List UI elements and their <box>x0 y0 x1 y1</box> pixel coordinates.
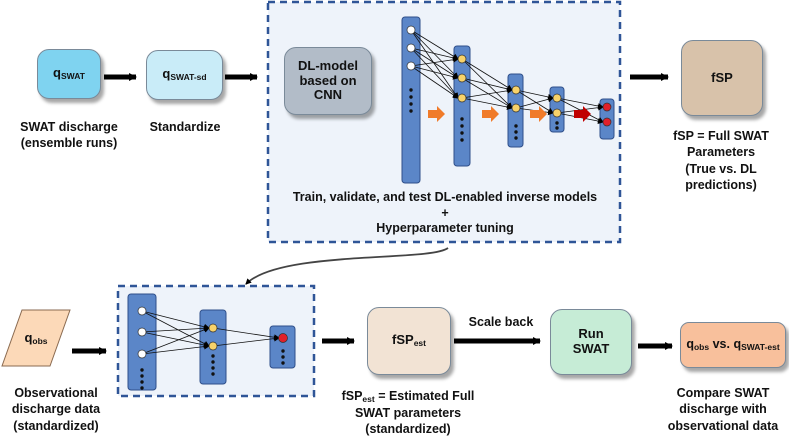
ellipsis-dot <box>514 124 518 128</box>
ellipsis-dot <box>409 109 413 113</box>
network-edge <box>461 77 513 109</box>
ellipsis-dot <box>409 95 413 99</box>
network-edge <box>461 87 513 99</box>
panel-connector-arrow <box>245 247 449 285</box>
network-layer <box>127 293 157 391</box>
network-edge <box>410 65 459 99</box>
ellipsis-dot <box>211 372 215 376</box>
network-edge <box>141 310 210 347</box>
fsp-est-caption: fSPest = Estimated Full SWAT parameters … <box>341 389 475 437</box>
ellipsis-dot <box>460 138 464 142</box>
network-node <box>137 349 147 359</box>
network-edge <box>515 89 554 114</box>
network-edge <box>141 325 210 333</box>
ellipsis-dot <box>140 386 144 390</box>
ellipsis-dot <box>211 354 215 358</box>
network-node <box>137 327 147 337</box>
network-edge <box>212 335 280 347</box>
q-swat-box: qSWAT <box>37 49 101 99</box>
network-edge <box>410 29 459 60</box>
ellipsis-dot <box>140 368 144 372</box>
network-edge <box>410 47 459 61</box>
network-node <box>208 323 218 333</box>
ellipsis-dot <box>460 124 464 128</box>
q-swat-sd-box: qSWAT-sd <box>146 50 223 100</box>
network-node <box>278 333 288 343</box>
network-node <box>406 61 416 71</box>
network-edge <box>141 343 210 355</box>
ellipsis-dot <box>514 136 518 140</box>
network-edge <box>410 29 459 79</box>
scale-back-label: Scale back <box>468 315 534 329</box>
network-node <box>137 306 147 316</box>
network-node <box>511 85 521 95</box>
ellipsis-dot <box>555 126 559 130</box>
network-edge <box>410 56 459 67</box>
standardize-caption: Standardize <box>149 120 221 134</box>
network-edge <box>410 47 459 79</box>
network-node <box>208 341 218 351</box>
network-edge <box>515 96 554 109</box>
network-edge <box>461 77 513 92</box>
ellipsis-dot <box>514 130 518 134</box>
network-node <box>552 108 562 118</box>
ellipsis-dot <box>211 360 215 364</box>
ellipsis-dot <box>140 380 144 384</box>
network-node <box>406 43 416 53</box>
q-swat-caption: SWAT discharge(ensemble runs) <box>20 120 118 151</box>
q-obs-input-shape <box>1 309 71 367</box>
network-edge <box>141 327 210 355</box>
ellipsis-dot <box>409 102 413 106</box>
ellipsis-dot <box>281 361 285 365</box>
compare-box: qobs vs. qSWAT-est <box>680 322 786 368</box>
network-edge <box>212 327 280 341</box>
network-edge <box>461 58 513 109</box>
q-obs-label: qobs <box>24 330 48 346</box>
ellipsis-dot <box>281 349 285 353</box>
inverse-model-network-diagram <box>127 293 296 391</box>
block-arrow <box>530 106 547 122</box>
network-node <box>457 54 467 64</box>
fsp-est-box: fSPest <box>367 307 451 375</box>
network-edge <box>515 89 554 100</box>
ellipsis-dot <box>140 374 144 378</box>
ellipsis-dot <box>460 117 464 121</box>
cnn-network-diagram <box>401 16 615 184</box>
block-arrow <box>428 106 445 122</box>
ellipsis-dot <box>409 88 413 92</box>
network-edge <box>461 97 513 110</box>
network-edge <box>461 58 513 91</box>
ellipsis-dot <box>460 131 464 135</box>
ellipsis-dot <box>281 355 285 359</box>
network-edge <box>556 97 604 109</box>
network-node <box>406 25 416 35</box>
block-arrow <box>574 106 591 122</box>
ellipsis-dot <box>211 366 215 370</box>
train-caption: Train, validate, and test DL-enabled inv… <box>292 190 598 236</box>
network-node <box>457 73 467 83</box>
network-edge <box>410 29 459 99</box>
network-node <box>602 102 612 112</box>
block-arrow <box>482 106 499 122</box>
network-node <box>511 103 521 113</box>
network-node <box>457 93 467 103</box>
ellipsis-dot <box>555 121 559 125</box>
network-layer <box>401 16 421 184</box>
fsp-box: fSP <box>681 40 763 116</box>
network-node <box>602 117 612 127</box>
network-edge <box>141 310 210 330</box>
network-edge <box>141 331 210 348</box>
network-edge <box>410 47 459 99</box>
network-node <box>552 93 562 103</box>
network-edge <box>410 65 459 80</box>
